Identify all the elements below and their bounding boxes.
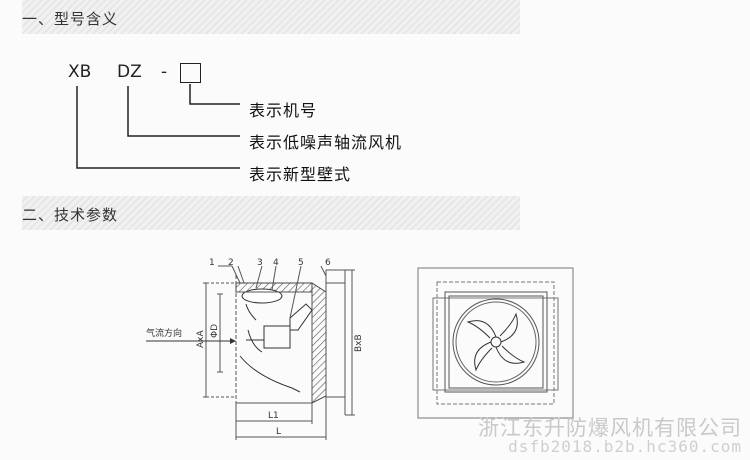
side-section-drawing bbox=[146, 265, 355, 440]
watermark-company: 浙江东升防爆风机有限公司 bbox=[478, 416, 742, 440]
dim-bxb-label: BxB bbox=[354, 334, 364, 352]
watermark-url: dsfb2018.b2b.hc360.com bbox=[508, 437, 742, 456]
part-number-3: 3 bbox=[257, 258, 263, 268]
label-low-noise-axial-fan: 表示低噪声轴流风机 bbox=[249, 133, 403, 152]
model-number-box bbox=[180, 63, 201, 83]
part-number-5: 5 bbox=[298, 258, 304, 268]
dim-l-label: L bbox=[276, 427, 281, 437]
section-band-model-meaning bbox=[22, 0, 520, 34]
front-view-drawing bbox=[417, 267, 574, 419]
section-title-model-meaning: 一、型号含义 bbox=[22, 10, 119, 28]
label-machine-number: 表示机号 bbox=[249, 101, 318, 120]
part-number-1: 1 bbox=[209, 258, 215, 268]
section-title-tech-params: 二、技术参数 bbox=[22, 206, 119, 224]
model-code-dz: DZ bbox=[117, 62, 142, 82]
model-code-xb: XB bbox=[68, 62, 92, 82]
dim-phid-label: ΦD bbox=[210, 324, 220, 338]
part-number-6: 6 bbox=[325, 258, 331, 268]
model-code-dash: - bbox=[161, 62, 168, 82]
airflow-direction-label: 气流方向 bbox=[146, 327, 182, 339]
part-number-2: 2 bbox=[228, 258, 234, 268]
section-band-tech-params bbox=[22, 196, 520, 230]
model-code-leaders bbox=[76, 84, 240, 169]
label-new-wall-type: 表示新型壁式 bbox=[249, 165, 352, 184]
dim-axa-label: AxA bbox=[196, 330, 206, 348]
part-number-4: 4 bbox=[273, 258, 279, 268]
dim-l1-label: L1 bbox=[268, 411, 279, 421]
